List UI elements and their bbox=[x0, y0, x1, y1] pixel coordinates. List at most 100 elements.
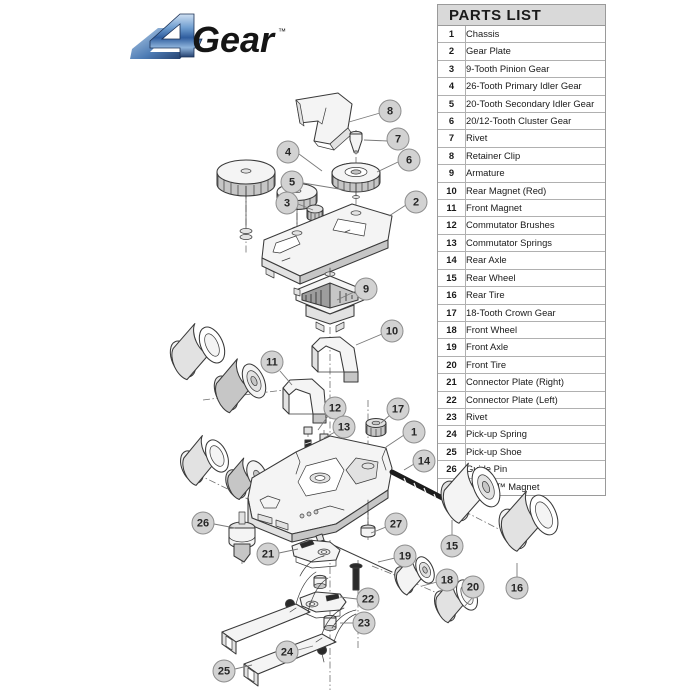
callout-bubble[interactable] bbox=[397, 148, 421, 172]
callout-bubble[interactable] bbox=[380, 319, 404, 343]
callout-bubble[interactable] bbox=[386, 127, 410, 151]
callout-20[interactable]: 20 bbox=[461, 575, 485, 599]
callout-6[interactable]: 6 bbox=[397, 148, 421, 172]
callout-bubble[interactable] bbox=[404, 190, 428, 214]
callout-12[interactable]: 12 bbox=[323, 396, 347, 420]
callout-bubble[interactable] bbox=[191, 511, 215, 535]
callout-leader-line bbox=[317, 415, 329, 431]
logo-numeral-4 bbox=[149, 13, 203, 58]
part-left-tire-upper bbox=[169, 323, 226, 381]
callout-bubble[interactable] bbox=[393, 544, 417, 568]
part-armature bbox=[293, 267, 367, 333]
part-description: Rear Magnet (Red) bbox=[465, 181, 605, 200]
callout-leader-line bbox=[403, 463, 415, 471]
callout-16[interactable]: 16 bbox=[505, 576, 529, 600]
part-connector-plate-right bbox=[291, 539, 341, 569]
part-description: Retainer Clip bbox=[465, 146, 605, 165]
part-description: 9-Tooth Pinion Gear bbox=[465, 59, 605, 78]
callout-bubble[interactable] bbox=[354, 277, 378, 301]
callout-5[interactable]: 5 bbox=[280, 170, 304, 194]
callout-23[interactable]: 23 bbox=[352, 611, 376, 635]
callout-17[interactable]: 17 bbox=[386, 397, 410, 421]
callout-1[interactable]: 1 bbox=[402, 420, 426, 444]
callout-26[interactable]: 26 bbox=[191, 511, 215, 535]
callout-leader-line bbox=[279, 370, 293, 386]
callout-leader-line bbox=[363, 139, 389, 142]
callout-13[interactable]: 13 bbox=[332, 415, 356, 439]
part-number: 8 bbox=[438, 146, 466, 165]
callout-bubble[interactable] bbox=[384, 512, 408, 536]
callout-18[interactable]: 18 bbox=[435, 568, 459, 592]
callout-9[interactable]: 9 bbox=[354, 277, 378, 301]
callout-number: 9 bbox=[363, 284, 369, 296]
callout-bubble[interactable] bbox=[461, 575, 485, 599]
callout-bubble[interactable] bbox=[402, 420, 426, 444]
callout-14[interactable]: 14 bbox=[412, 449, 436, 473]
part-number: 24 bbox=[438, 425, 466, 444]
callout-leader-line bbox=[339, 596, 358, 600]
callout-number: 4 bbox=[285, 147, 292, 159]
callout-bubble[interactable] bbox=[256, 542, 280, 566]
callout-19[interactable]: 19 bbox=[393, 544, 417, 568]
callout-2[interactable]: 2 bbox=[404, 190, 428, 214]
callout-4[interactable]: 4 bbox=[276, 140, 300, 164]
callout-bubble[interactable] bbox=[386, 397, 410, 421]
callout-25[interactable]: 25 bbox=[212, 659, 236, 683]
callout-bubble[interactable] bbox=[323, 396, 347, 420]
callout-8[interactable]: 8 bbox=[378, 99, 402, 123]
callout-number: 20 bbox=[467, 582, 479, 594]
part-number: 10 bbox=[438, 181, 466, 200]
callout-number: 6 bbox=[406, 155, 412, 167]
part-left-wheel-upper bbox=[213, 358, 267, 414]
part-guide-pin bbox=[228, 511, 256, 563]
callout-24[interactable]: 24 bbox=[275, 640, 299, 664]
callout-bubble[interactable] bbox=[356, 587, 380, 611]
part-number: 1 bbox=[438, 26, 466, 43]
callout-bubble[interactable] bbox=[440, 534, 464, 558]
callout-bubble[interactable] bbox=[378, 99, 402, 123]
callout-number: 14 bbox=[418, 456, 431, 468]
callout-bubble[interactable] bbox=[412, 449, 436, 473]
part-number: 7 bbox=[438, 129, 466, 148]
callout-21[interactable]: 21 bbox=[256, 542, 280, 566]
callout-bubble[interactable] bbox=[435, 568, 459, 592]
callout-leader-line bbox=[213, 523, 236, 529]
part-description: Front Magnet bbox=[465, 199, 605, 217]
callout-bubble[interactable] bbox=[212, 659, 236, 683]
callout-bubble[interactable] bbox=[275, 191, 299, 215]
callout-bubble[interactable] bbox=[260, 350, 284, 374]
callout-bubble[interactable] bbox=[280, 170, 304, 194]
part-description: Armature bbox=[465, 164, 605, 183]
part-ultra-g-magnet bbox=[360, 499, 376, 538]
callout-number: 21 bbox=[262, 549, 274, 561]
callout-7[interactable]: 7 bbox=[386, 127, 410, 151]
callout-bubble[interactable] bbox=[352, 611, 376, 635]
callout-bubble[interactable] bbox=[276, 140, 300, 164]
callout-bubble[interactable] bbox=[275, 640, 299, 664]
callout-27[interactable]: 27 bbox=[384, 512, 408, 536]
callout-10[interactable]: 10 bbox=[380, 319, 404, 343]
brand-logo: Gear ™ bbox=[128, 12, 293, 62]
callout-15[interactable]: 15 bbox=[440, 534, 464, 558]
callout-bubble[interactable] bbox=[332, 415, 356, 439]
part-description: Rivet bbox=[465, 407, 605, 426]
callout-22[interactable]: 22 bbox=[356, 587, 380, 611]
callout-number: 26 bbox=[197, 518, 209, 530]
callout-3[interactable]: 3 bbox=[275, 191, 299, 215]
callout-number: 5 bbox=[289, 177, 295, 189]
part-description: Ultra-G™ Magnet bbox=[465, 477, 605, 495]
part-description: 18-Tooth Crown Gear bbox=[465, 303, 605, 322]
part-number: 26 bbox=[438, 460, 466, 479]
callout-bubble[interactable] bbox=[505, 576, 529, 600]
callout-11[interactable]: 11 bbox=[260, 350, 284, 374]
